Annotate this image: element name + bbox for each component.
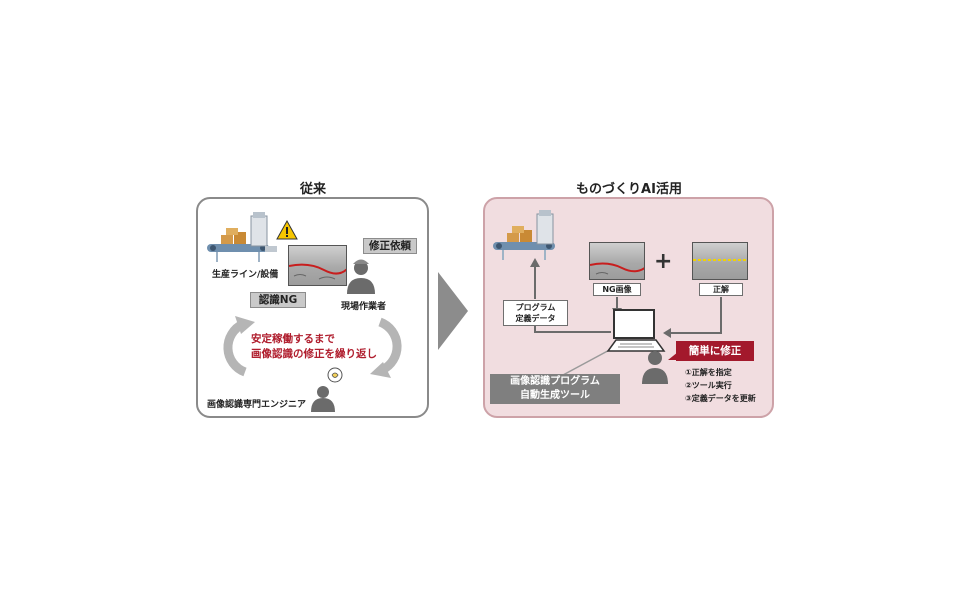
easy-fix-label: 簡単に修正 [676, 341, 754, 361]
step-1: ①正解を指定 [685, 368, 732, 377]
loop-text-line1: 安定稼働するまで [251, 333, 335, 345]
ng-photo [288, 245, 347, 286]
tool-label-line2: 自動生成ツール [520, 390, 590, 401]
left-panel-title: 従来 [299, 182, 326, 197]
repeat-cycle-icon [223, 316, 402, 378]
callout-pointer [668, 352, 678, 360]
laptop-icon [606, 309, 666, 352]
program-label-line2: 定義データ [515, 314, 556, 323]
step-2: ②ツール実行 [685, 381, 732, 390]
engineer-person-icon [311, 367, 343, 412]
correct-label: 正解 [699, 283, 743, 296]
user-person-icon [642, 351, 668, 384]
engineer-label: 画像認識専門エンジニア [207, 400, 307, 410]
worker-label: 現場作業者 [341, 302, 387, 312]
conveyor-icon-right [493, 210, 555, 260]
right-panel-title: ものづくりAI活用 [576, 182, 682, 197]
step-3: ③定義データを更新 [685, 394, 756, 403]
ng-image-label: NG画像 [593, 283, 641, 296]
ng-recognition-label: 認識NG [250, 292, 306, 308]
ng-image-photo [589, 242, 645, 280]
plus-sign: + [654, 249, 673, 274]
worker-person-icon [347, 259, 375, 294]
warning-icon [276, 220, 298, 240]
production-line-label: 生産ライン/設備 [212, 270, 279, 280]
conveyor-icon [207, 212, 277, 262]
auto-generation-tool-box: 画像認識プログラム 自動生成ツール [490, 374, 620, 404]
transition-arrow-icon [438, 272, 468, 350]
steps-list: ①正解を指定 ②ツール実行 ③定義データを更新 [685, 366, 756, 405]
loop-text-line2: 画像認識の修正を繰り返し [251, 348, 377, 360]
correct-image-photo [692, 242, 748, 280]
tool-label-line1: 画像認識プログラム [510, 376, 600, 387]
program-label-line1: プログラム [515, 303, 556, 312]
fix-request-label: 修正依頼 [363, 238, 417, 254]
program-definition-box: プログラム 定義データ [503, 300, 568, 326]
